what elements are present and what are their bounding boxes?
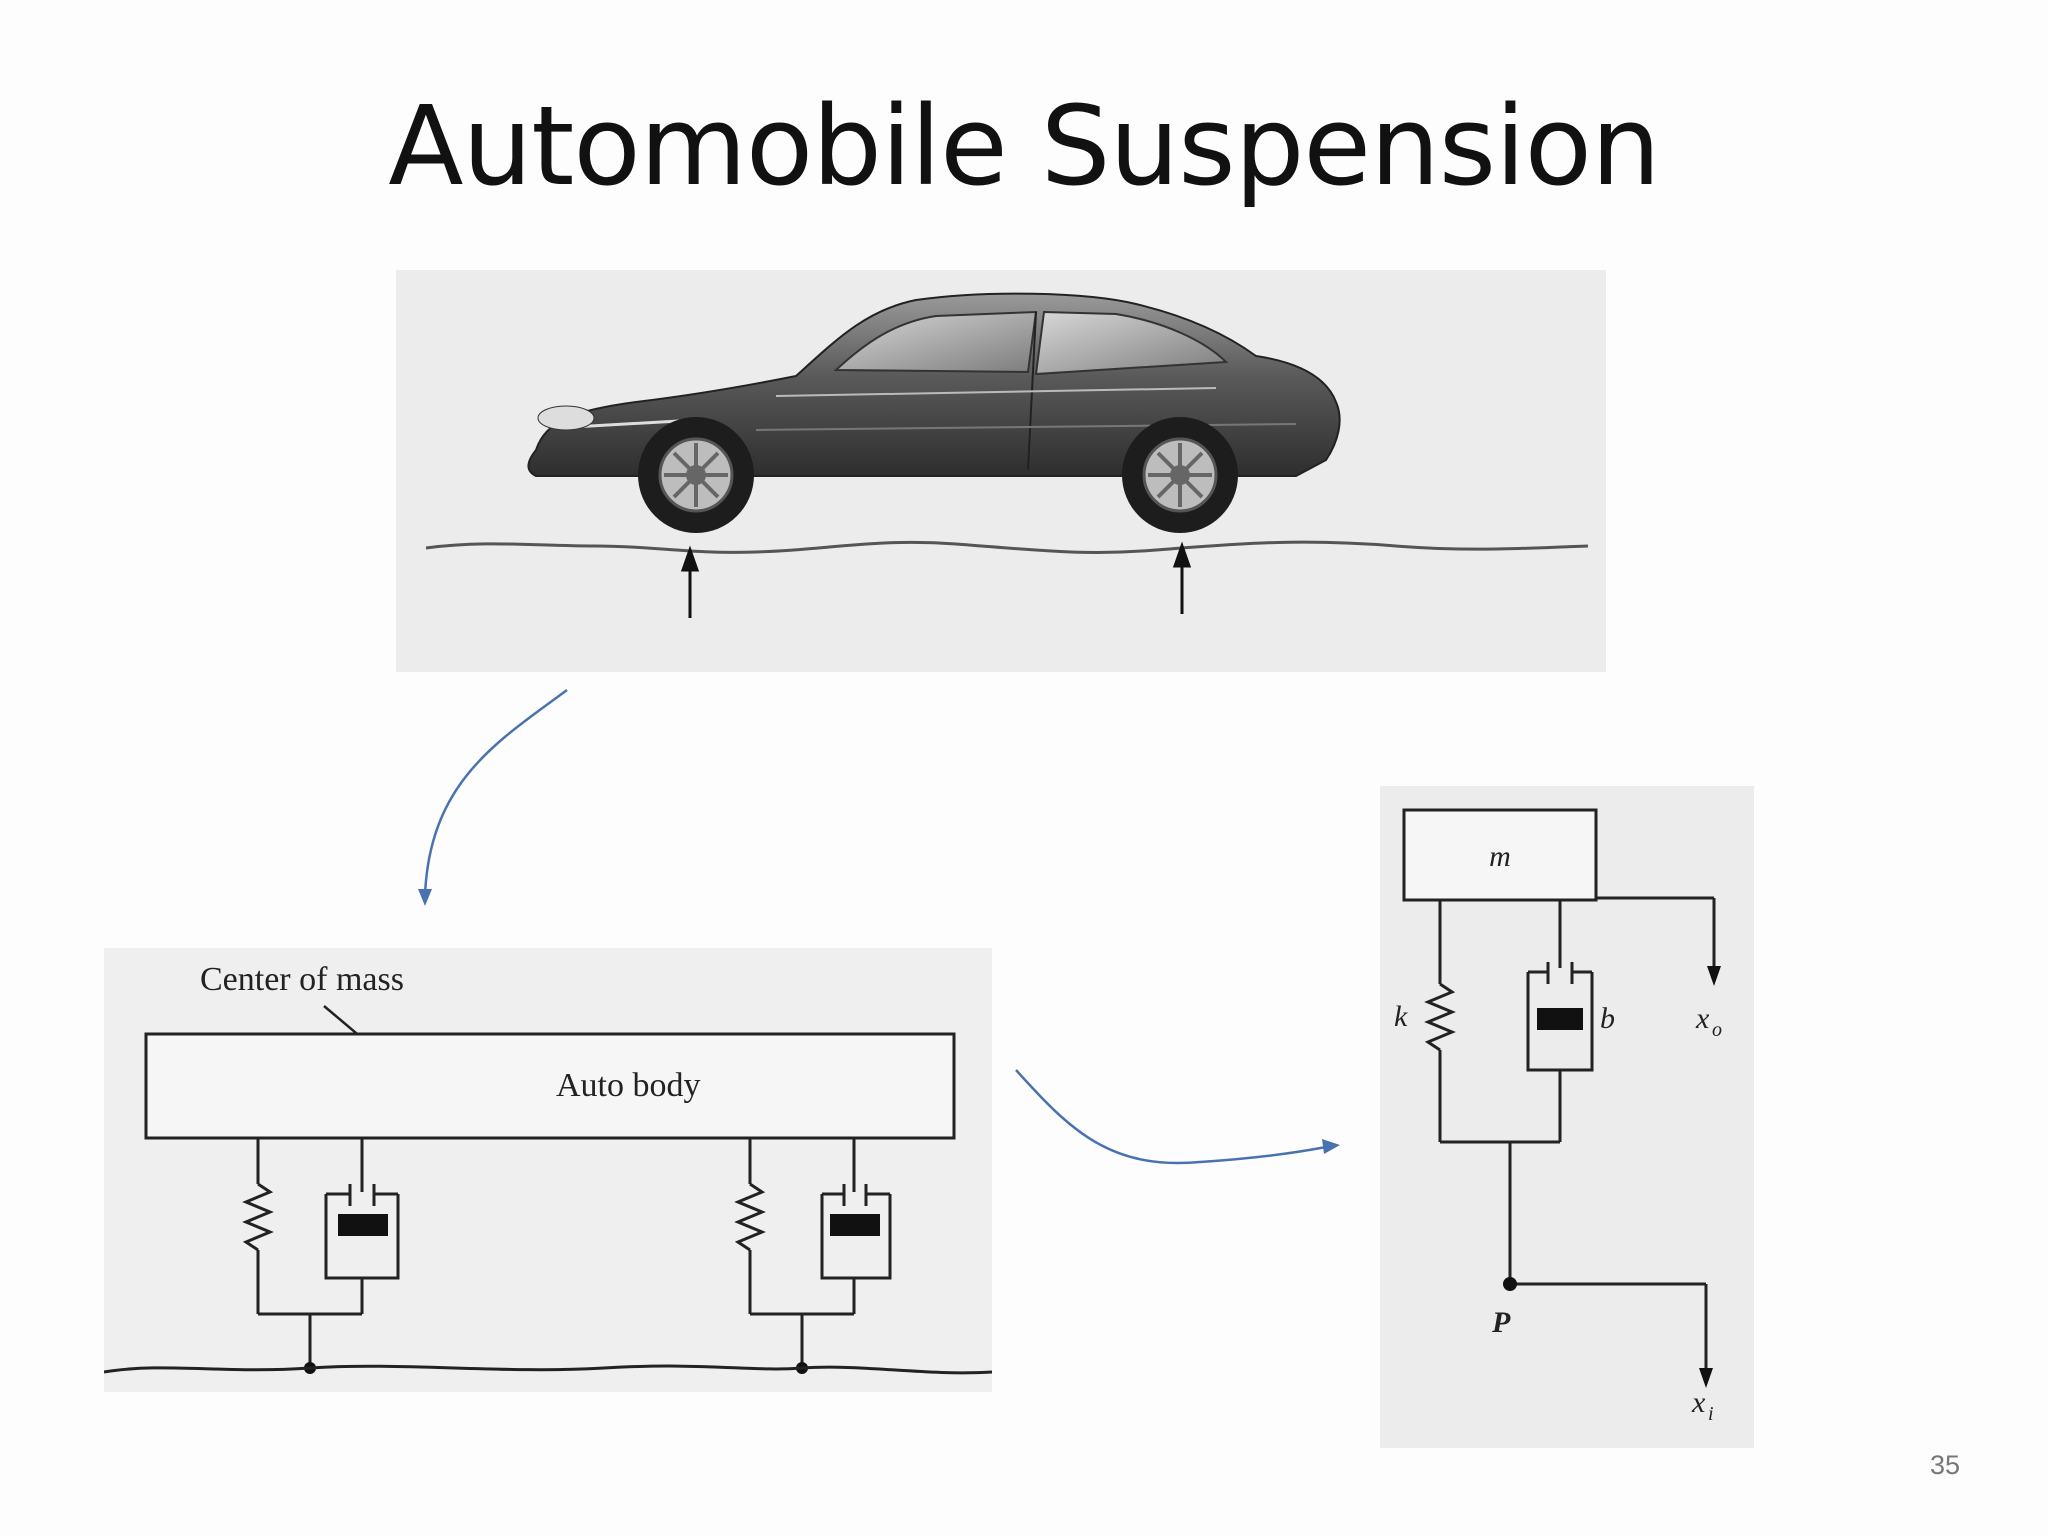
road-line [425, 540, 1589, 554]
car-illustration-panel [396, 270, 1606, 672]
input-label-sub: i [1708, 1403, 1714, 1425]
input-label-main: x [1691, 1386, 1706, 1419]
rear-road-input-arrow [1172, 541, 1192, 614]
left-damper-piston [338, 1214, 388, 1236]
point-p-dot [1503, 1277, 1517, 1291]
point-label: P [1491, 1306, 1511, 1339]
auto-body-label: Auto body [556, 1067, 701, 1104]
full-car-suspension-panel: Center of mass Auto body [103, 948, 993, 1392]
right-damper-piston [830, 1214, 880, 1236]
slide-title: Automobile Suspension [388, 82, 1660, 210]
center-of-mass-label: Center of mass [200, 961, 404, 998]
front-road-input-arrow [680, 545, 700, 618]
page-number: 35 [1929, 1450, 1960, 1480]
single-mass-model-panel: m k b x [1380, 786, 1754, 1448]
front-wheel [638, 417, 754, 533]
auto-body-block [144, 1032, 956, 1140]
input-arrowhead [1699, 1368, 1713, 1388]
mass-block [1402, 808, 1598, 902]
left-suspension [242, 1138, 400, 1368]
damper-piston [1537, 1008, 1583, 1030]
spring-label: k [1394, 1000, 1408, 1033]
arrow-body-model-to-single-mass [1015, 1069, 1327, 1165]
rear-wheel [1122, 417, 1238, 533]
car-illustration [425, 292, 1589, 618]
arrow-car-to-body-model [423, 688, 568, 896]
damper-label: b [1600, 1002, 1615, 1035]
full-car-suspension-diagram: Center of mass Auto body [103, 961, 993, 1375]
ground-line [103, 1364, 993, 1375]
output-arrowhead [1707, 966, 1721, 986]
output-label-main: x [1695, 1002, 1710, 1035]
single-mass-model-diagram: m k b x [1394, 808, 1722, 1425]
output-label-sub: o [1712, 1019, 1722, 1041]
mass-label: m [1489, 840, 1511, 873]
right-suspension [734, 1138, 892, 1368]
